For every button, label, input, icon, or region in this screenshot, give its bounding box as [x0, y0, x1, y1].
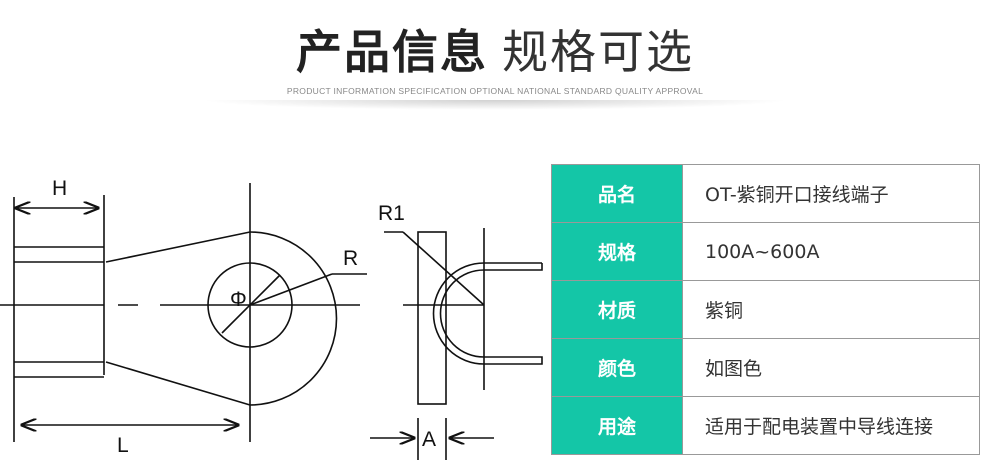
page-subtitle: PRODUCT INFORMATION SPECIFICATION OPTION… [286, 86, 704, 96]
table-row: 用途适用于配电装置中导线连接 [551, 396, 980, 455]
spec-value: 100A~600A [682, 222, 980, 281]
spec-key: 规格 [551, 222, 683, 281]
label-r1: R1 [378, 202, 405, 225]
tongue-side-rect [417, 231, 447, 405]
table-row: 材质紫铜 [551, 280, 980, 339]
spec-value: OT-紫铜开口接线端子 [682, 164, 980, 223]
spec-key: 材质 [551, 280, 683, 339]
table-row: 颜色如图色 [551, 338, 980, 397]
spec-value: 紫铜 [682, 280, 980, 339]
label-r: R [343, 247, 358, 270]
spec-key: 品名 [551, 164, 683, 223]
label-h: H [52, 177, 67, 200]
spec-value: 如图色 [682, 338, 980, 397]
spec-key: 颜色 [551, 338, 683, 397]
title-bold: 产品信息 [296, 25, 488, 79]
label-a: A [422, 428, 436, 451]
label-phi: Φ [230, 288, 247, 311]
spec-key: 用途 [551, 396, 683, 455]
terminal-drawing: H L R Φ R1 A [0, 177, 543, 460]
title-shadow-divider [200, 100, 790, 110]
ring-outline [249, 231, 338, 406]
label-l: L [117, 434, 129, 457]
page-title: 产品信息规格可选 [0, 22, 990, 82]
title-light: 规格可选 [502, 25, 694, 79]
spec-value: 适用于配电装置中导线连接 [682, 396, 980, 455]
